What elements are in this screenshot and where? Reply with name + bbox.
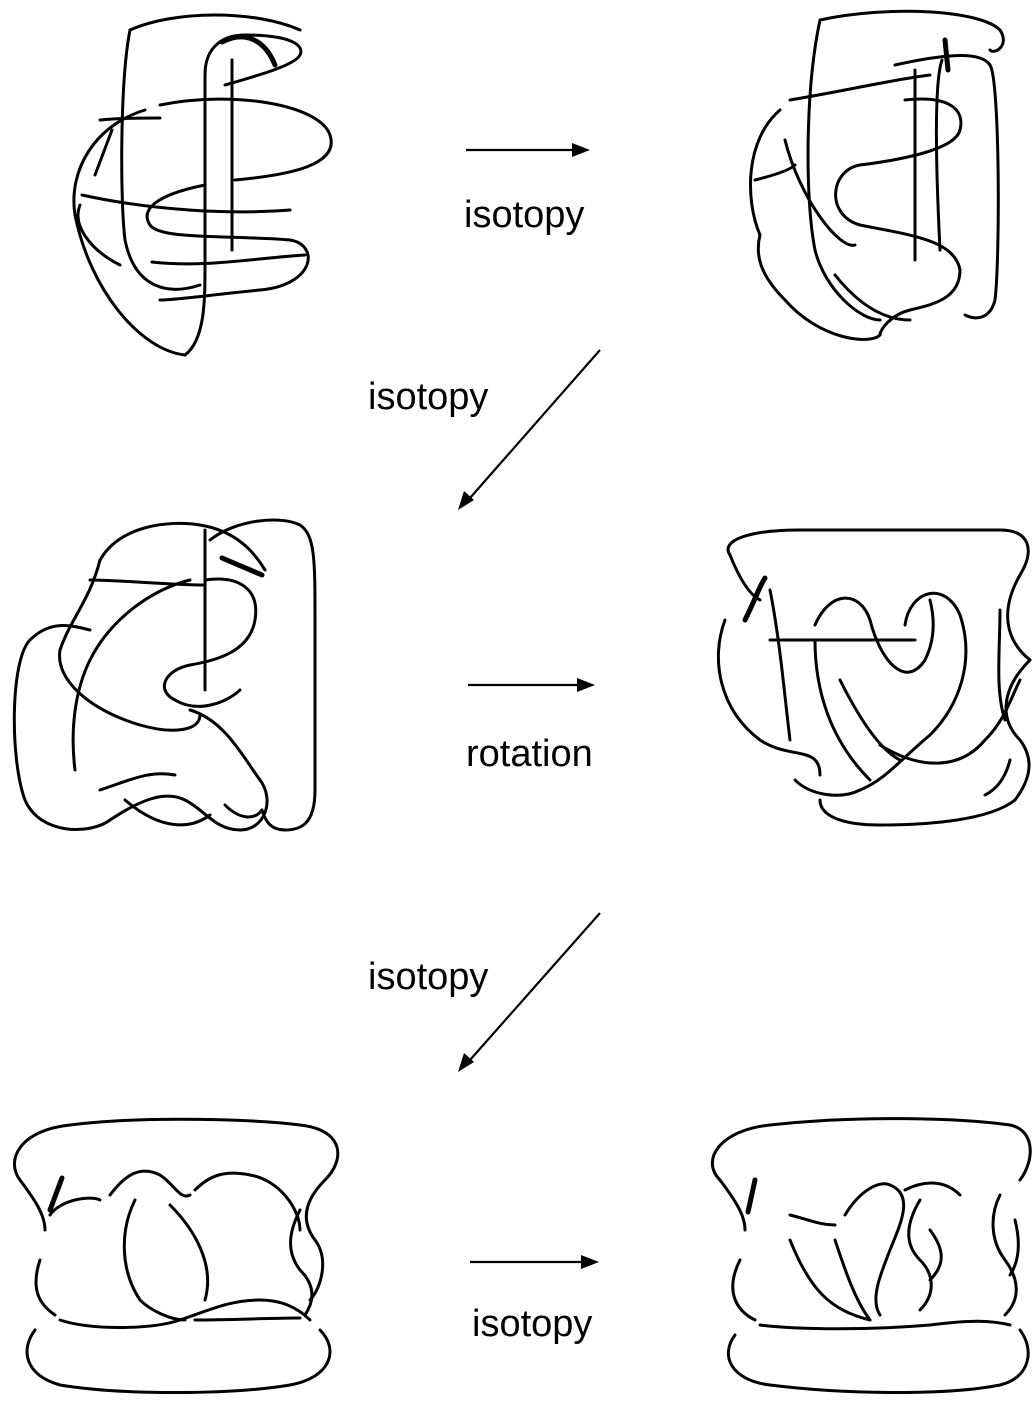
label-isotopy-2: isotopy: [368, 376, 489, 418]
label-isotopy-1: isotopy: [464, 194, 585, 236]
arrow-right-3: [470, 1255, 599, 1269]
arrow-diagonal-1: [458, 349, 601, 510]
knot-diagram-5: [13, 1117, 340, 1394]
band-4: [742, 575, 768, 623]
arrow-right-2: [468, 678, 595, 692]
band-2: [942, 37, 951, 73]
label-isotopy-3: isotopy: [368, 956, 489, 998]
knot-diagram-6: [710, 1117, 1032, 1394]
band-1: [219, 34, 278, 68]
knot-diagram-1: [72, 13, 333, 357]
band-6: [745, 1177, 758, 1215]
arrow-diagonal-2: [458, 912, 601, 1072]
band-5: [47, 1175, 65, 1213]
knot-diagram-2: [748, 9, 1005, 341]
knot-diagram-4: [717, 528, 1032, 827]
band-3: [219, 555, 265, 578]
knot-diagram-3: [12, 518, 317, 832]
arrow-right-1: [466, 143, 590, 157]
label-rotation: rotation: [466, 733, 593, 775]
label-isotopy-4: isotopy: [472, 1303, 593, 1345]
